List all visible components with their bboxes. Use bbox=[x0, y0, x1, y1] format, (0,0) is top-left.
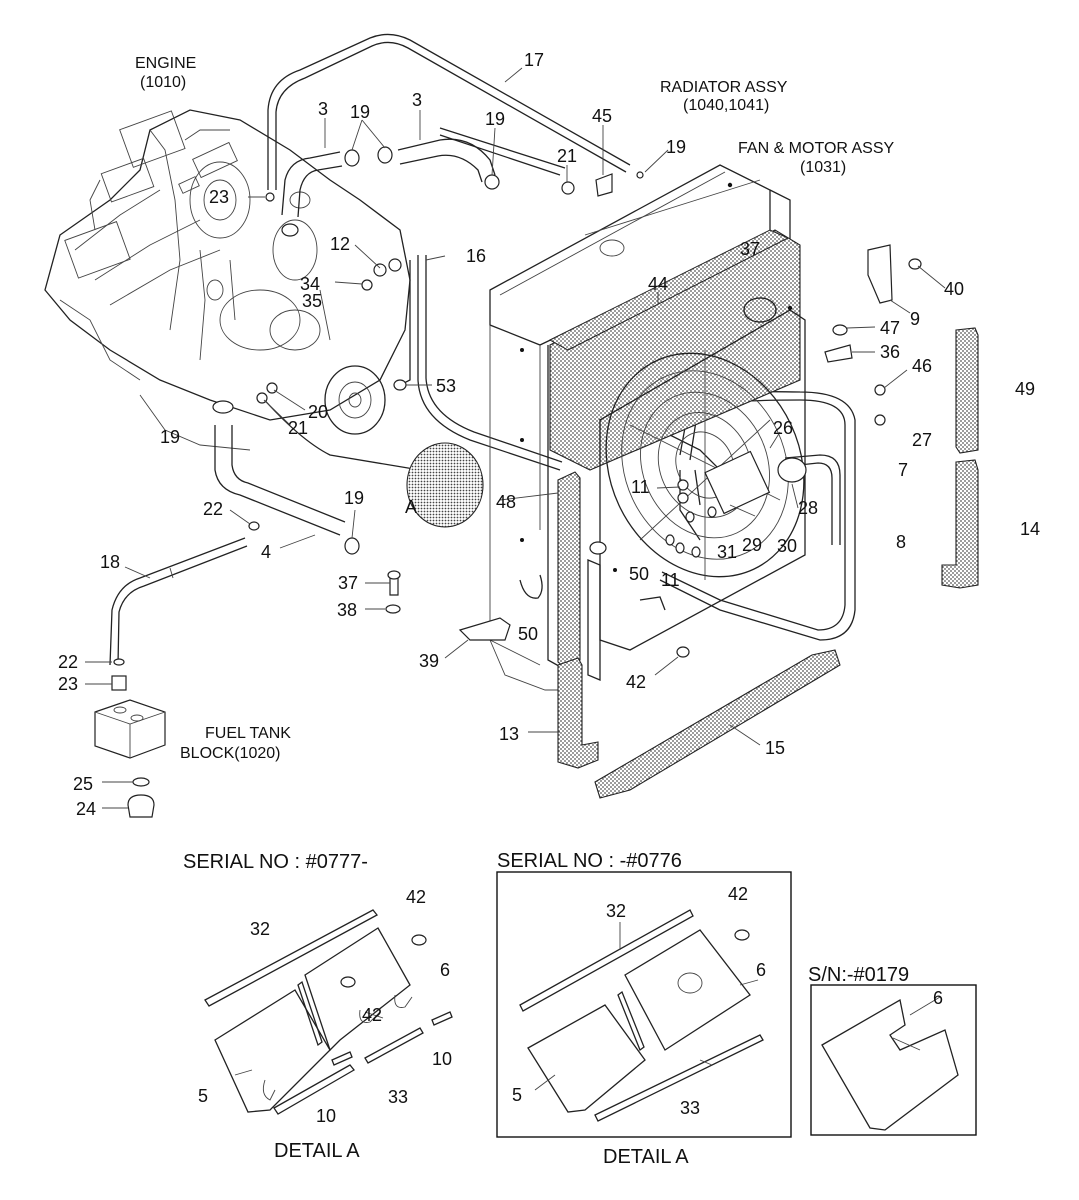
sn-detail bbox=[810, 984, 977, 1136]
callout-number: 23 bbox=[209, 187, 229, 207]
callout-number: 7 bbox=[898, 460, 908, 480]
callout-number: 15 bbox=[765, 738, 785, 758]
callout-number: 31 bbox=[717, 542, 737, 562]
callout-number: 27 bbox=[912, 430, 932, 450]
serial-left-label: SERIAL NO : #0777- bbox=[183, 851, 368, 873]
small-parts bbox=[94, 146, 922, 818]
engine-drawing bbox=[44, 109, 411, 451]
engine-label: ENGINE bbox=[135, 55, 196, 72]
callout-number: 33 bbox=[680, 1098, 700, 1118]
callout-number: 21 bbox=[557, 146, 577, 166]
callout-number: 4 bbox=[261, 542, 271, 562]
callout-number: 33 bbox=[388, 1087, 408, 1107]
fan-motor-code: (1031) bbox=[800, 159, 846, 176]
detail-right-label: DETAIL A bbox=[603, 1146, 689, 1168]
radiator-code: (1040,1041) bbox=[683, 97, 769, 114]
callout-number: 46 bbox=[912, 356, 932, 376]
callout-number: 32 bbox=[606, 901, 626, 921]
callout-number: 25 bbox=[73, 774, 93, 794]
fuel-tank-label: FUEL TANK bbox=[205, 725, 291, 742]
callout-number: 3 bbox=[412, 90, 422, 110]
detail-a-right bbox=[496, 871, 792, 1138]
callout-number: 40 bbox=[944, 279, 964, 299]
callout-number: 49 bbox=[1015, 379, 1035, 399]
callout-number: 37 bbox=[338, 573, 358, 593]
callout-number: 16 bbox=[466, 246, 486, 266]
callout-number: 6 bbox=[440, 960, 450, 980]
callout-number: 42 bbox=[362, 1005, 382, 1025]
callout-number: 10 bbox=[316, 1106, 336, 1126]
sn-label: S/N:-#0179 bbox=[808, 964, 909, 986]
header-labels: ENGINE (1010) RADIATOR ASSY (1040,1041) … bbox=[135, 55, 909, 1168]
fuel-tank-block-label: BLOCK(1020) bbox=[180, 745, 281, 762]
radiator-assembly bbox=[406, 164, 807, 691]
callout-number: 34 bbox=[300, 274, 320, 294]
fan-motor-label: FAN & MOTOR ASSY bbox=[738, 140, 895, 157]
detail-left-label: DETAIL A bbox=[274, 1140, 360, 1162]
engine-code: (1010) bbox=[140, 74, 186, 91]
callout-number: 39 bbox=[419, 651, 439, 671]
callout-number: 42 bbox=[406, 887, 426, 907]
callout-number: 19 bbox=[485, 109, 505, 129]
callout-number: 44 bbox=[648, 274, 668, 294]
callout-number: 29 bbox=[742, 535, 762, 555]
callout-number: 14 bbox=[1020, 519, 1040, 539]
callout-number: 20 bbox=[308, 402, 328, 422]
callout-number: 30 bbox=[777, 536, 797, 556]
callout-number: 38 bbox=[337, 600, 357, 620]
callout-number: 53 bbox=[436, 376, 456, 396]
callout-number: 26 bbox=[773, 418, 793, 438]
serial-right-label: SERIAL NO : -#0776 bbox=[497, 850, 682, 872]
callout-number: 48 bbox=[496, 492, 516, 512]
callout-number: 6 bbox=[756, 960, 766, 980]
callout-number: 47 bbox=[880, 318, 900, 338]
callout-number: 8 bbox=[896, 532, 906, 552]
callout-number: 10 bbox=[432, 1049, 452, 1069]
callout-number: 21 bbox=[288, 418, 308, 438]
callout-number: 22 bbox=[58, 652, 78, 672]
callout-number: 11 bbox=[661, 570, 680, 590]
callout-number: 9 bbox=[910, 309, 920, 329]
callout-number: 13 bbox=[499, 724, 519, 744]
callout-number: 50 bbox=[629, 564, 649, 584]
callout-number: 3 bbox=[318, 99, 328, 119]
callout-number: 11 bbox=[631, 477, 650, 497]
radiator-label: RADIATOR ASSY bbox=[660, 79, 788, 96]
callout-number: 17 bbox=[524, 50, 544, 70]
callout-number: 50 bbox=[518, 624, 538, 644]
callout-number: 32 bbox=[250, 919, 270, 939]
callout-number: 42 bbox=[626, 672, 646, 692]
callout-number: 37 bbox=[740, 239, 760, 259]
detail-a-left bbox=[204, 909, 453, 1115]
callout-number: 5 bbox=[512, 1085, 522, 1105]
callout-number: 19 bbox=[666, 137, 686, 157]
callout-number: 42 bbox=[728, 884, 748, 904]
callout-number: 22 bbox=[203, 499, 223, 519]
callout-number: 23 bbox=[58, 674, 78, 694]
callout-number: 6 bbox=[933, 988, 943, 1008]
callout-number: 5 bbox=[198, 1086, 208, 1106]
seals bbox=[548, 229, 979, 799]
callout-number: 45 bbox=[592, 106, 612, 126]
callout-number: 19 bbox=[160, 427, 180, 447]
callout-number: 12 bbox=[330, 234, 350, 254]
leader-lines bbox=[85, 67, 946, 809]
callout-number: 19 bbox=[350, 102, 370, 122]
callout-number: 28 bbox=[798, 498, 818, 518]
callout-number: 19 bbox=[344, 488, 364, 508]
callout-number: 18 bbox=[100, 552, 120, 572]
callout-number: 24 bbox=[76, 799, 96, 819]
callout-number: 36 bbox=[880, 342, 900, 362]
hoses bbox=[109, 33, 856, 666]
callout-number: 35 bbox=[302, 291, 322, 311]
detail-a-marker: A bbox=[405, 497, 417, 517]
